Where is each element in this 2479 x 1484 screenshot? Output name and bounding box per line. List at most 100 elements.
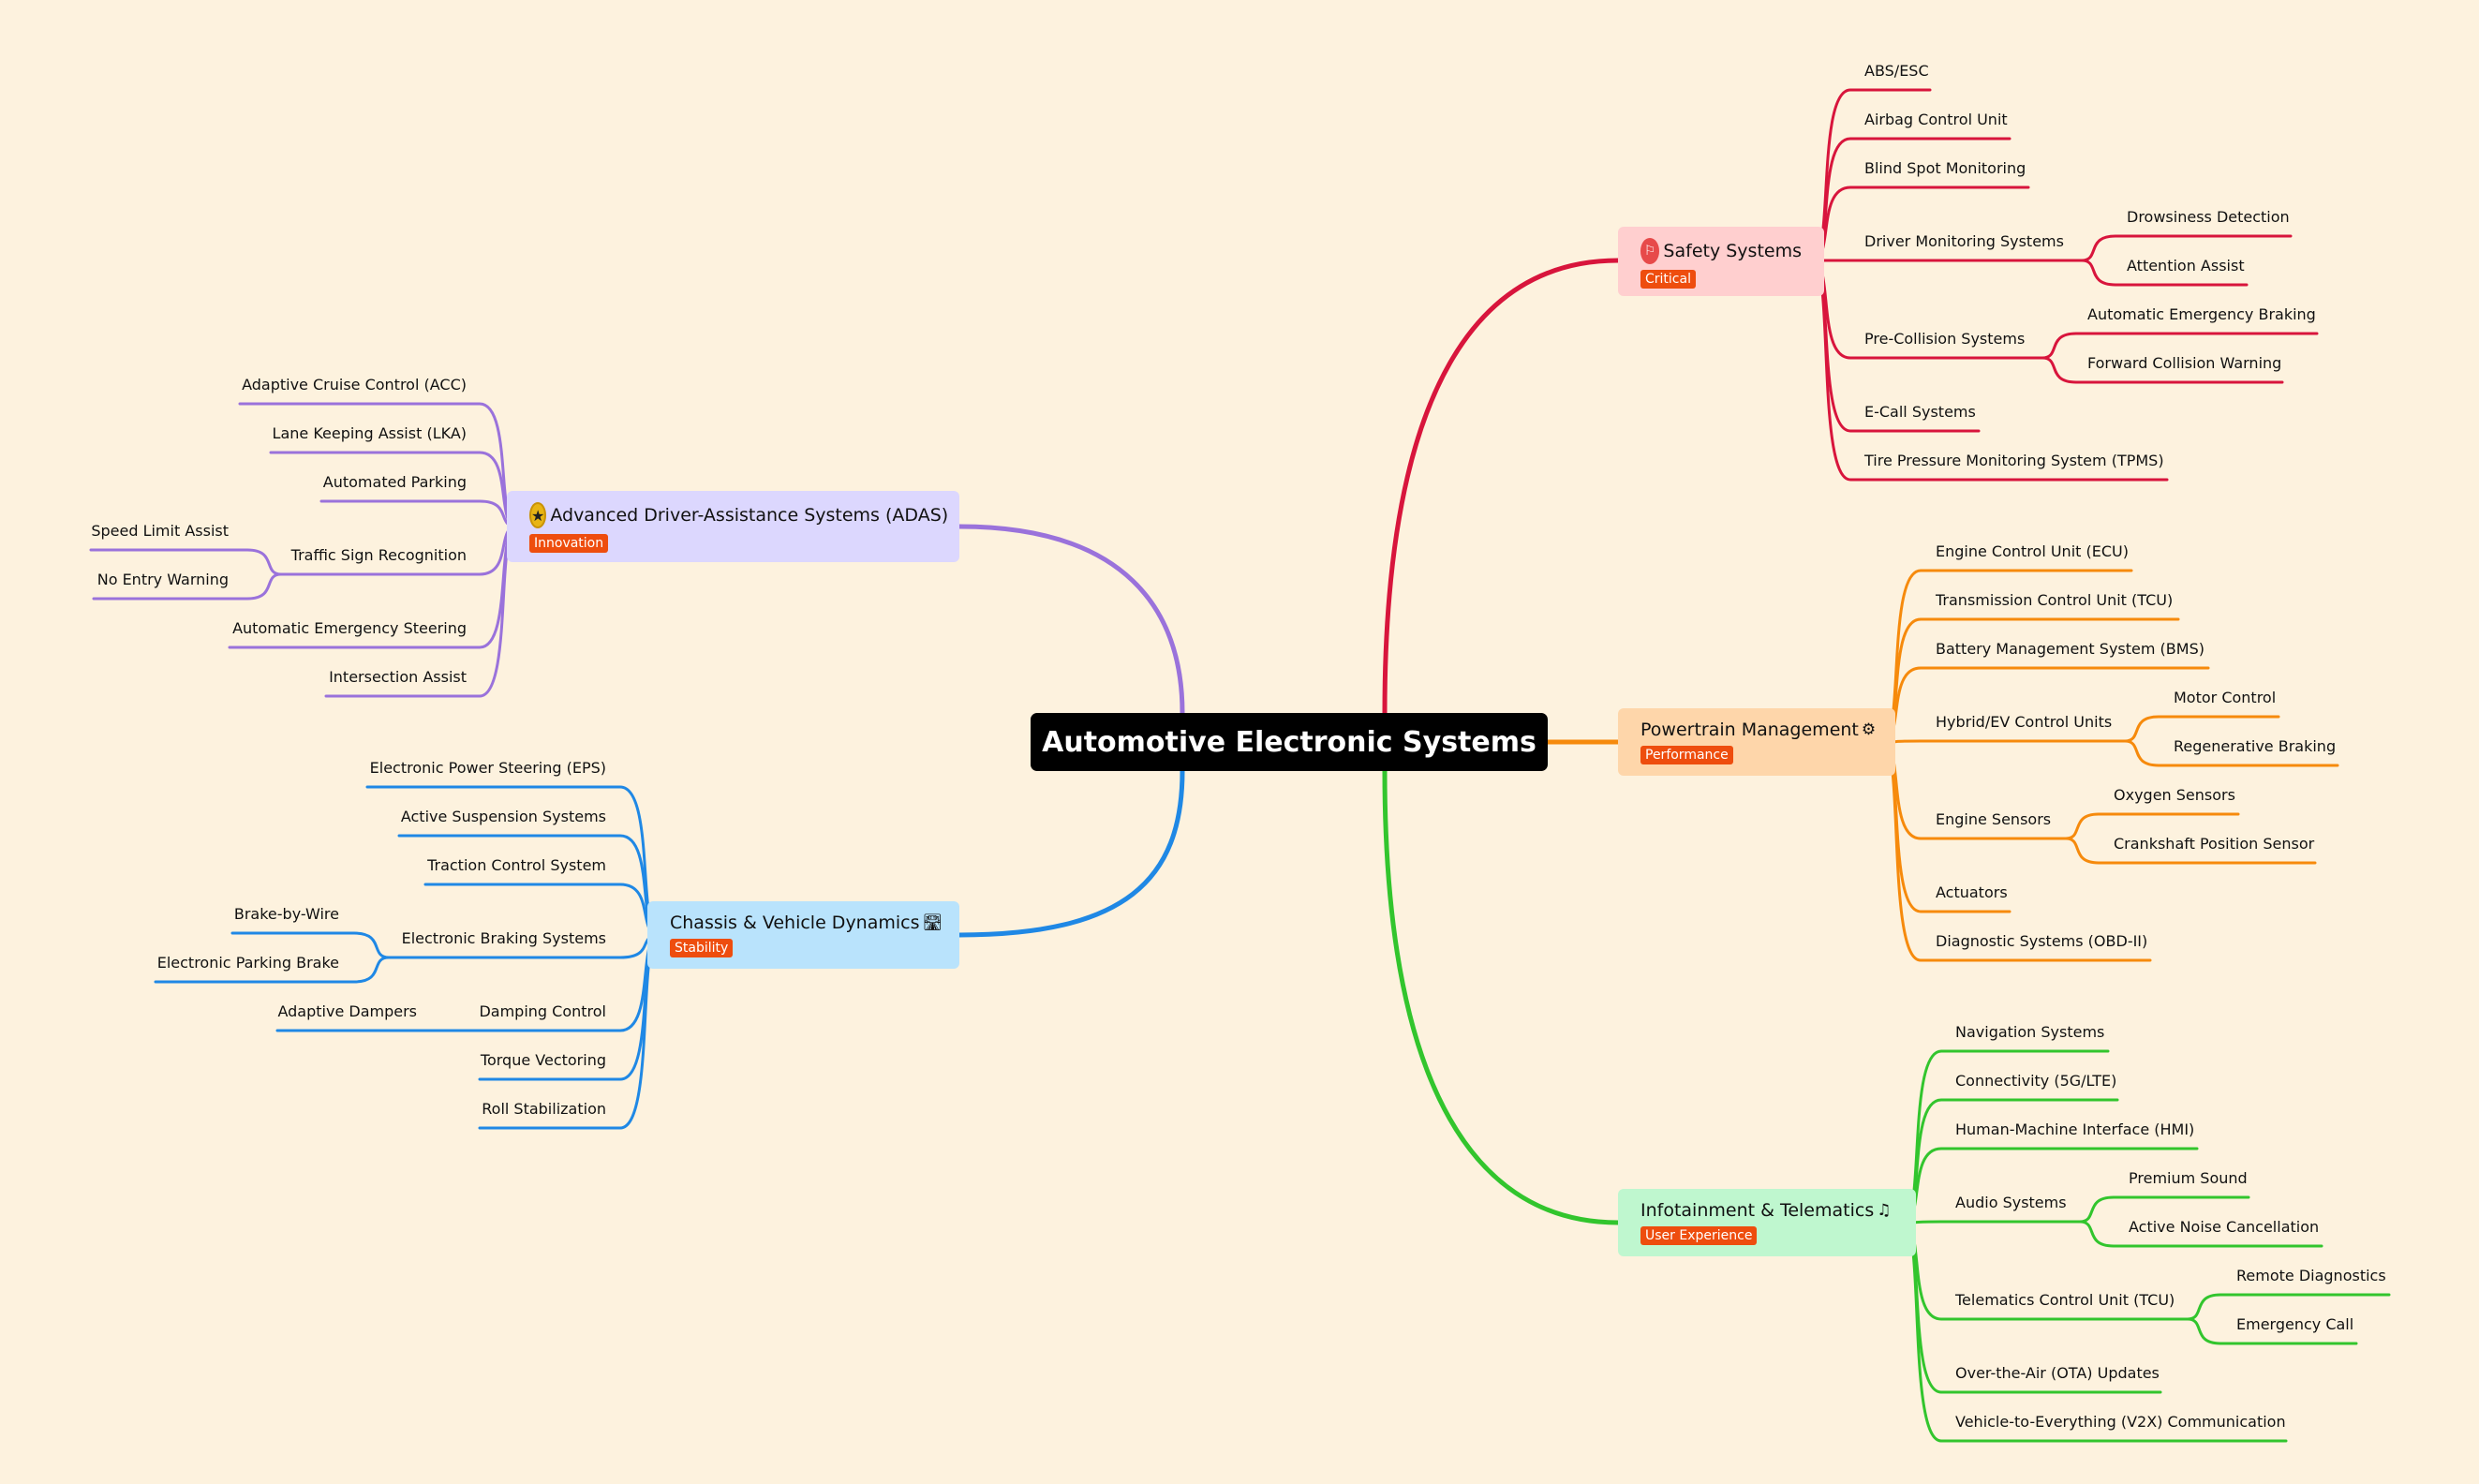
edge-automated-parking [319,499,518,528]
leaf-traction-control[interactable]: Traction Control System [427,856,606,874]
road-icon: 🛣 [922,913,943,932]
root-title: Automotive Electronic Systems [1042,725,1536,759]
edge-premium-sound [2078,1195,2250,1224]
leaf-drowsiness-detection[interactable]: Drowsiness Detection [2127,208,2290,226]
edge-root-safety [1382,258,1621,716]
leaf-active-suspension[interactable]: Active Suspension Systems [400,808,606,825]
edge-root-chassis [957,768,1185,938]
branch-infotainment[interactable]: Infotainment & Telematics ♫ User Experie… [1618,1189,1916,1256]
edge-aeb [2041,332,2319,360]
leaf-blind-spot-monitoring[interactable]: Blind Spot Monitoring [1864,159,2026,177]
star-icon: ★ [529,502,547,528]
leaf-tcu-transmission[interactable]: Transmission Control Unit (TCU) [1936,591,2174,609]
leaf-automatic-emergency-steering[interactable]: Automatic Emergency Steering [232,619,467,637]
branch-title: Advanced Driver-Assistance Systems (ADAS… [550,505,949,526]
leaf-v2x[interactable]: Vehicle-to-Everything (V2X) Communicatio… [1955,1413,2286,1431]
leaf-oxygen-sensors[interactable]: Oxygen Sensors [2114,786,2235,804]
leaf-tpms[interactable]: Tire Pressure Monitoring System (TPMS) [1864,452,2164,469]
root-node[interactable]: Automotive Electronic Systems [1031,713,1548,771]
leaf-hybrid-ev-control-units[interactable]: Hybrid/EV Control Units [1936,713,2113,731]
edge-motor-control [2123,715,2280,743]
leaf-electronic-parking-brake[interactable]: Electronic Parking Brake [156,954,339,972]
priority-badge: User Experience [1640,1226,1758,1245]
edge-remote-diagnostics [2186,1293,2391,1321]
leaf-electronic-braking-systems[interactable]: Electronic Braking Systems [401,929,606,947]
priority-badge: Critical [1640,270,1696,289]
leaf-emergency-call[interactable]: Emergency Call [2236,1315,2354,1333]
edge-obd [1881,740,2152,962]
edge-crankshaft [2064,837,2317,865]
leaf-acc[interactable]: Adaptive Cruise Control (ACC) [242,376,467,393]
edge-brake-by-wire [230,931,391,959]
leaf-actuators[interactable]: Actuators [1936,883,2008,901]
leaf-attention-assist[interactable]: Attention Assist [2127,257,2245,275]
edge-root-infotainment [1382,768,1621,1225]
leaf-intersection-assist[interactable]: Intersection Assist [329,668,467,686]
leaf-audio-systems[interactable]: Audio Systems [1955,1194,2067,1211]
leaf-diagnostic-systems[interactable]: Diagnostic Systems (OBD-II) [1936,932,2148,950]
edge-root-adas [957,524,1185,716]
branch-chassis[interactable]: Chassis & Vehicle Dynamics 🛣 Stability [647,901,959,969]
edge-no-entry [92,572,283,601]
leaf-regenerative-braking[interactable]: Regenerative Braking [2174,737,2337,755]
edge-hybrid [1881,739,2127,744]
leaf-airbag-control-unit[interactable]: Airbag Control Unit [1864,111,2008,128]
leaf-abs-esc[interactable]: ABS/ESC [1864,62,1929,80]
leaf-torque-vectoring[interactable]: Torque Vectoring [480,1051,606,1069]
leaf-pre-collision-systems[interactable]: Pre-Collision Systems [1864,330,2026,348]
leaf-telematics-control-unit[interactable]: Telematics Control Unit (TCU) [1955,1291,2175,1309]
edge-audio [1902,1220,2082,1224]
edge-acc [238,402,518,528]
leaf-brake-by-wire[interactable]: Brake-by-Wire [233,905,339,923]
leaf-premium-sound[interactable]: Premium Sound [2129,1169,2248,1187]
edge-traction [423,883,661,937]
priority-badge: Performance [1640,746,1733,764]
leaf-engine-sensors[interactable]: Engine Sensors [1936,810,2052,828]
leaf-connectivity[interactable]: Connectivity (5G/LTE) [1955,1072,2117,1090]
branch-powertrain[interactable]: Powertrain Management ⚙ Performance [1618,708,1895,776]
leaf-hmi[interactable]: Human-Machine Interface (HMI) [1955,1120,2195,1138]
leaf-motor-control[interactable]: Motor Control [2174,689,2277,706]
edge-regen [2123,739,2339,767]
edge-emergency-call [2186,1317,2358,1345]
branch-safety[interactable]: ⚐ Safety Systems Critical [1618,227,1824,296]
branch-title: Powertrain Management [1640,720,1859,740]
edge-v2x [1902,1221,2288,1443]
branch-title: Infotainment & Telematics [1640,1200,1875,1221]
leaf-adaptive-dampers[interactable]: Adaptive Dampers [277,1002,417,1020]
leaf-speed-limit-assist[interactable]: Speed Limit Assist [91,522,229,540]
edge-attention [2080,259,2249,287]
flag-icon: ⚐ [1640,238,1660,264]
leaf-traffic-sign-recognition[interactable]: Traffic Sign Recognition [290,546,467,564]
leaf-damping-control[interactable]: Damping Control [479,1002,606,1020]
leaf-automated-parking[interactable]: Automated Parking [322,473,467,491]
leaf-automatic-emergency-braking[interactable]: Automatic Emergency Braking [2087,305,2316,323]
leaf-roll-stabilization[interactable]: Roll Stabilization [482,1100,606,1118]
edge-parking-brake [154,956,391,984]
leaf-driver-monitoring-systems[interactable]: Driver Monitoring Systems [1864,232,2064,250]
leaf-bms[interactable]: Battery Management System (BMS) [1936,640,2204,658]
leaf-remote-diagnostics[interactable]: Remote Diagnostics [2236,1267,2386,1284]
edge-drowsiness [2080,234,2293,262]
priority-badge: Innovation [529,534,609,553]
leaf-ecu[interactable]: Engine Control Unit (ECU) [1936,542,2129,560]
branch-title: Chassis & Vehicle Dynamics [670,913,920,933]
branch-adas[interactable]: ★ Advanced Driver-Assistance Systems (AD… [507,491,959,562]
edge-speed-limit [89,548,283,576]
leaf-ota-updates[interactable]: Over-the-Air (OTA) Updates [1955,1364,2160,1382]
leaf-lka[interactable]: Lane Keeping Assist (LKA) [272,424,467,442]
music-icon: ♫ [1877,1201,1892,1220]
leaf-e-call-systems[interactable]: E-Call Systems [1864,403,1976,421]
priority-badge: Stability [670,939,734,957]
leaf-forward-collision-warning[interactable]: Forward Collision Warning [2087,354,2282,372]
edge-oxygen [2064,812,2240,840]
leaf-no-entry-warning[interactable]: No Entry Warning [96,571,229,588]
leaf-crankshaft-position-sensor[interactable]: Crankshaft Position Sensor [2114,835,2315,853]
branch-title: Safety Systems [1663,241,1802,261]
leaf-navigation-systems[interactable]: Navigation Systems [1955,1023,2105,1041]
edge-anc [2078,1220,2323,1248]
leaf-eps[interactable]: Electronic Power Steering (EPS) [369,759,606,777]
leaf-active-noise-cancellation[interactable]: Active Noise Cancellation [2129,1218,2320,1236]
gear-icon: ⚙ [1861,720,1877,739]
